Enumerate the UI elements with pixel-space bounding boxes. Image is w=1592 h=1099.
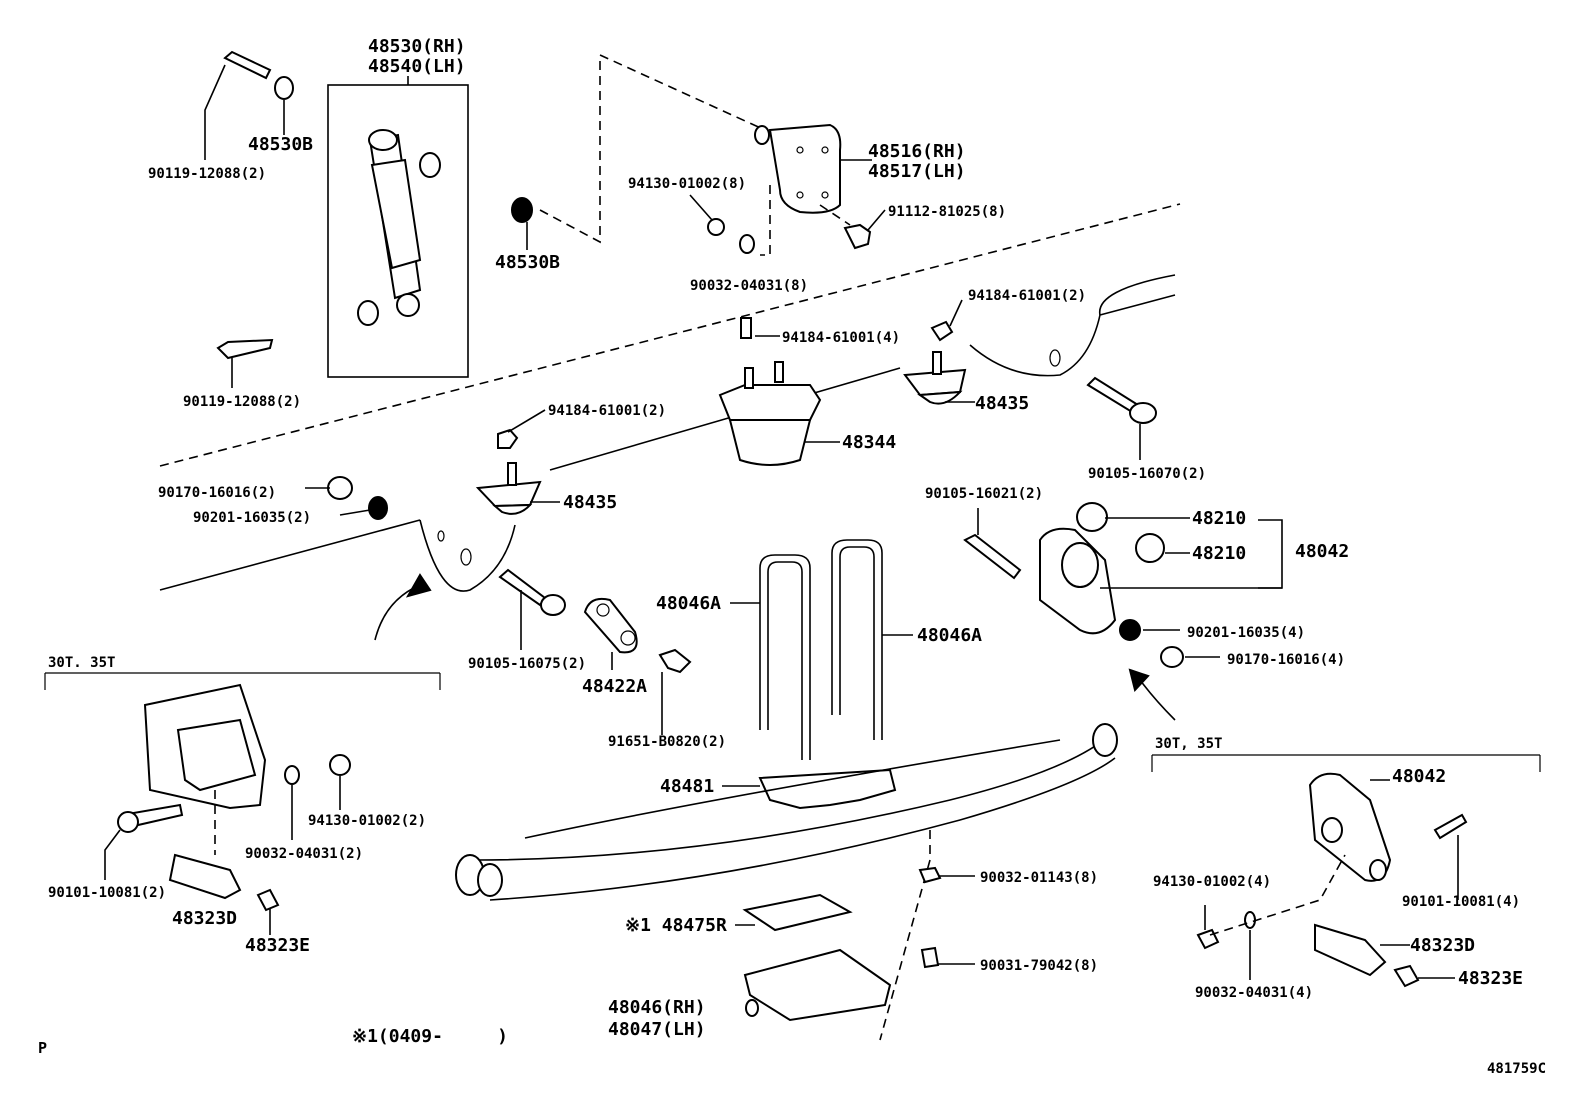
spacer [722,768,897,810]
shackle-bracket [754,123,872,214]
inset-right-pin: 48323D [1410,935,1475,956]
inset-right [1151,754,1541,988]
bushing-top [274,76,294,100]
u-bolt-left [759,554,811,760]
inset-left-pin: 48323D [172,908,237,929]
u-bolt-right [831,539,883,740]
inset-right-shackle: 48042 [1392,766,1446,787]
label-seat-rh: 48046(RH) [608,997,706,1018]
label-shock-rh: 48530(RH) [368,36,466,57]
footnote: ※1(0409- ) [352,1026,508,1047]
stopper-right [903,351,975,405]
label-bolt-front: 90105-16075(2) [468,656,586,672]
shock-absorber [368,129,422,317]
leaf-spring [455,723,1118,901]
inset-right-bolt: 90101-10081(4) [1402,894,1520,910]
inset-left [44,672,441,935]
page-mark: P [38,1039,47,1057]
bolt-low [216,338,274,388]
diagram-id: 481759C [1487,1061,1546,1077]
label-bushing-mid: 48530B [495,252,560,273]
label-nut-2: 90170-16016(2) [158,485,276,501]
bolt-top [204,50,272,160]
label-bracket-lh: 48517(LH) [868,161,966,182]
shock-absorber-group [327,76,469,378]
bolt-rear [1086,376,1157,460]
label-shock-lh: 48540(LH) [368,56,466,77]
label-nut-bracket: 94130-01002(8) [628,176,746,192]
label-spacer: 48481 [660,776,714,797]
label-bush-2: 48210 [1192,543,1246,564]
inset-left-title: 30T. 35T [48,655,115,671]
label-layer: 48530(RH) 48540(LH) 48530B 90119-12088(2… [38,36,1546,1077]
label-ubolt-2: 48046A [917,625,982,646]
shock-bushing [357,152,441,326]
label-bolt-plate: 91651-B0820(2) [608,734,726,750]
inset-left-fitting: 48323E [245,935,310,956]
label-washer-2: 90201-16035(2) [193,510,311,526]
label-bolt-shackle: 90105-16021(2) [925,486,1043,502]
label-nut-8: 90031-79042(8) [980,958,1098,974]
spring-seat [743,948,892,1022]
shackle-assembly [1039,502,1283,635]
label-stopper-left: 48435 [563,492,617,513]
bolt-shackle [963,508,1022,580]
label-ubolt-1: 48046A [656,593,721,614]
inset-right-washer: 90032-04031(4) [1195,985,1313,1001]
label-plate-front: 48422A [582,676,647,697]
label-pad: ※1 48475R [625,915,727,936]
label-nut-left: 94184-61001(2) [548,403,666,419]
label-nut-4: 90170-16016(4) [1227,652,1345,668]
bolt-front [498,568,566,650]
label-seat-lh: 48047(LH) [608,1019,706,1040]
pad [742,893,853,932]
label-bracket-rh: 48516(RH) [868,141,966,162]
label-stopper-right: 48435 [975,393,1029,414]
label-nut-top-right: 94184-61001(2) [968,288,1086,304]
label-shackle-assy: 48042 [1295,541,1349,562]
nut-left [327,476,353,500]
inset-right-title: 30T, 35T [1155,736,1222,752]
label-bolt-bumper: 94184-61001(4) [782,330,900,346]
inset-left-washer: 90032-04031(2) [245,846,363,862]
bolt-plate [658,648,692,735]
label-washer-bracket: 90032-04031(8) [690,278,808,294]
label-bolt-bracket: 91112-81025(8) [888,204,1006,220]
inset-right-fitting: 48323E [1458,968,1523,989]
inset-left-bolt: 90101-10081(2) [48,885,166,901]
label-washer-4: 90201-16035(4) [1187,625,1305,641]
bump-stopper [718,317,840,466]
label-bolt-rear: 90105-16070(2) [1088,466,1206,482]
washer-left [368,496,388,520]
label-bush-1: 48210 [1192,508,1246,529]
label-bolt-low: 90119-12088(2) [183,394,301,410]
label-bumper: 48344 [842,432,896,453]
inset-right-nut: 94130-01002(4) [1153,874,1271,890]
plate-front [583,597,638,670]
stopper-left [475,462,560,515]
label-bushing-top: 48530B [248,134,313,155]
bushing-mid [511,197,533,223]
label-washer-8: 90032-01143(8) [980,870,1098,886]
inset-left-nut: 94130-01002(2) [308,813,426,829]
label-bolt-top: 90119-12088(2) [148,166,266,182]
frame-rail [159,203,1181,592]
